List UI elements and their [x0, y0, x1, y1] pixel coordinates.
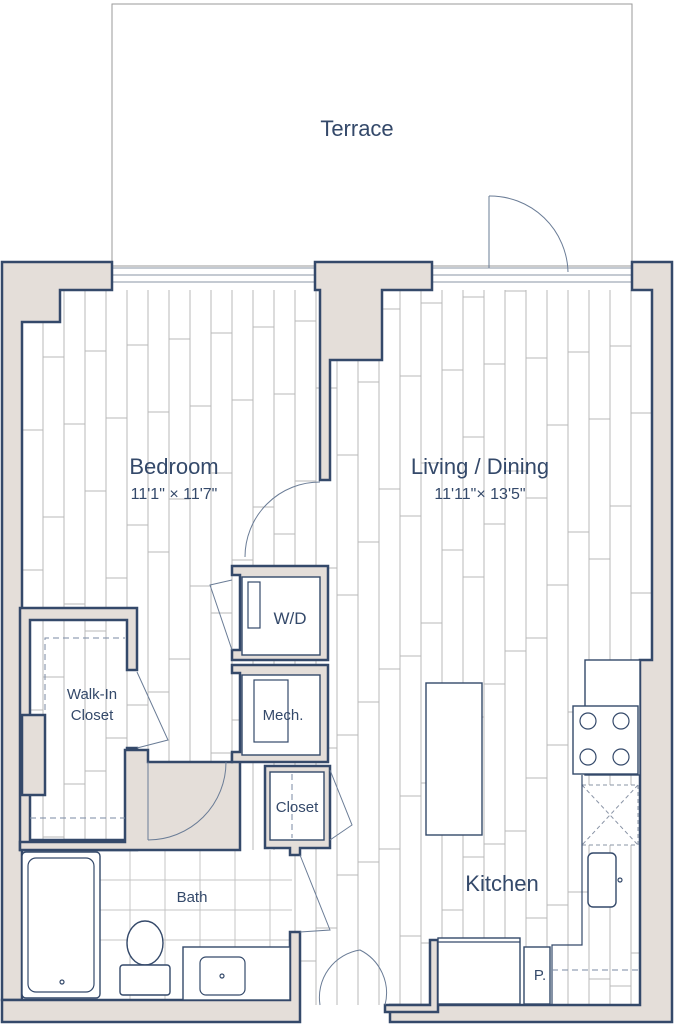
kitchen-island — [425, 682, 483, 836]
kitchen-counter-run — [551, 775, 583, 1004]
mech-unit — [253, 679, 289, 743]
living-dining-dimensions: 11'11"× 13'5" — [434, 486, 525, 503]
wall-right — [388, 260, 674, 1024]
bedroom-dimensions: 11'1" × 11'7" — [131, 486, 218, 503]
vanity-sink — [199, 956, 246, 996]
terrace-door[interactable] — [488, 195, 569, 273]
wd-interior — [241, 576, 321, 656]
bedroom-window — [111, 267, 316, 283]
closet-label: Closet — [276, 799, 319, 816]
bedroom-label: Bedroom — [129, 454, 218, 479]
walk-in-closet-left-bump — [20, 713, 47, 797]
walk-in-closet-rod — [44, 637, 125, 710]
bath-label: Bath — [177, 889, 208, 906]
pantry-label: P. — [534, 967, 546, 984]
bath-door[interactable] — [147, 761, 227, 841]
wall-center-column — [313, 260, 434, 482]
mech-label: Mech. — [263, 707, 304, 724]
living-dining-label: Living / Dining — [411, 454, 549, 479]
faucet-icon — [617, 877, 623, 883]
terrace-area — [111, 3, 633, 267]
wall-kitchen-stub — [383, 938, 440, 1014]
walk-in-closet-label-2: Closet — [71, 707, 114, 724]
entry-door[interactable] — [318, 949, 388, 1006]
refrigerator — [437, 937, 521, 1005]
burner-icons — [579, 712, 630, 766]
sink-drain-icon — [219, 973, 225, 979]
closet-door[interactable] — [329, 769, 353, 841]
bath-partition-wall — [18, 748, 242, 852]
bedroom-door[interactable] — [244, 481, 321, 558]
wd-door[interactable] — [209, 579, 233, 651]
living-window — [431, 267, 633, 283]
bath-entry-door[interactable] — [299, 854, 331, 933]
tub-drain-icon — [59, 979, 65, 985]
bathtub — [21, 851, 101, 999]
kitchen-label: Kitchen — [465, 871, 538, 896]
toilet — [119, 920, 171, 996]
terrace-label: Terrace — [320, 116, 393, 141]
vanity — [182, 946, 291, 1001]
kitchen-sink — [587, 852, 617, 908]
wd-unit — [247, 581, 261, 629]
walk-in-closet-door[interactable] — [136, 671, 169, 749]
wd-label: W/D — [273, 609, 306, 628]
bathtub-basin — [27, 857, 95, 993]
dishwasher — [581, 784, 639, 846]
closet-interior — [269, 771, 325, 841]
walk-in-closet-label-1: Walk-In — [67, 686, 117, 703]
pantry — [523, 946, 551, 1005]
